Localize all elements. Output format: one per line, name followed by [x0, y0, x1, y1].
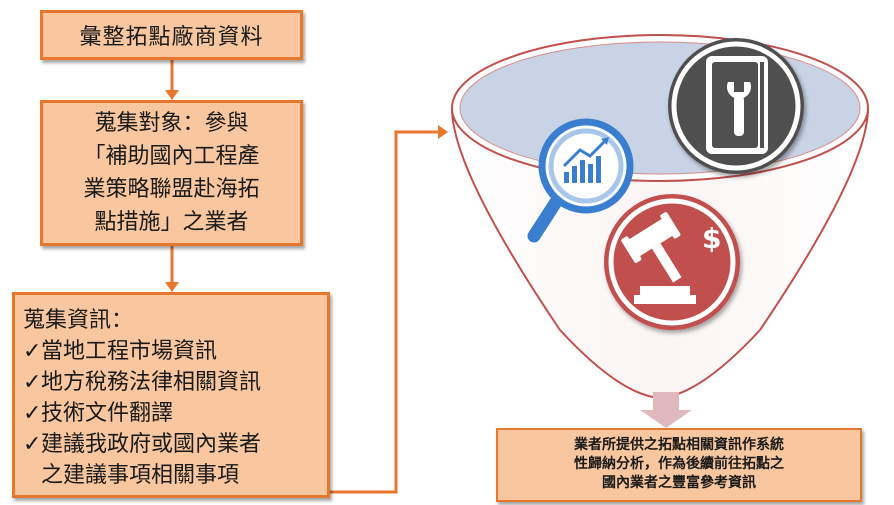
check-icon: ✓ — [23, 370, 42, 395]
info-list-item-continuation: 之建議事項相關事項 — [41, 463, 240, 488]
result-summary-line: 業者所提供之拓點相關資訊作系統 — [574, 437, 784, 453]
step-compile-data: 彙整拓點廠商資料 — [40, 10, 303, 60]
check-icon: ✓ — [23, 432, 42, 457]
result-summary-line: 性歸納分析，作為後續前往拓點之 — [574, 456, 784, 472]
check-icon: ✓ — [23, 339, 42, 364]
step-collection-target-line: 點措施」之業者 — [94, 210, 249, 235]
step-collection-info-heading: 蒐集資訊： — [23, 308, 134, 333]
check-icon: ✓ — [23, 401, 42, 426]
info-list-item-label: 技術文件翻譯 — [41, 401, 174, 426]
info-list-item: ✓地方稅務法律相關資訊 — [23, 367, 327, 398]
step-compile-data-label: 彙整拓點廠商資料 — [79, 25, 264, 50]
manual-wrench-icon — [668, 38, 804, 174]
step-collection-target-line: 業策略聯盟赴海拓 — [83, 177, 260, 202]
dollar-sign: $ — [702, 222, 721, 255]
step-collection-target: 蒐集對象：參與 「補助國內工程產 業策略聯盟赴海拓 點措施」之業者 — [40, 100, 303, 246]
step-collection-target-line: 「補助國內工程產 — [83, 144, 260, 169]
search-chart-icon — [527, 118, 634, 243]
info-list-item-label: 當地工程市場資訊 — [41, 339, 218, 364]
gavel-dollar-icon: $ — [604, 194, 740, 330]
info-list-item: ✓建議我政府或國內業者 — [23, 429, 327, 460]
step-collection-info: 蒐集資訊： ✓當地工程市場資訊 ✓地方稅務法律相關資訊 ✓技術文件翻譯 ✓建議我… — [12, 292, 330, 498]
result-summary-line: 國內業者之豐富參考資訊 — [602, 475, 756, 491]
info-list-item: ✓技術文件翻譯 — [23, 398, 327, 429]
arrow-funnel-to-result — [640, 392, 692, 428]
info-list-item: ✓當地工程市場資訊 — [23, 336, 327, 367]
result-summary: 業者所提供之拓點相關資訊作系統 性歸納分析，作為後續前往拓點之 國內業者之豐富參… — [496, 428, 862, 502]
info-list-item-label: 建議我政府或國內業者 — [41, 432, 262, 457]
arrow-step1-to-step2 — [165, 60, 179, 100]
step-collection-target-line: 蒐集對象：參與 — [94, 111, 249, 136]
arrow-step3-to-funnel — [330, 125, 448, 494]
info-list-item-label: 地方稅務法律相關資訊 — [41, 370, 262, 395]
arrow-step2-to-step3 — [165, 246, 179, 292]
